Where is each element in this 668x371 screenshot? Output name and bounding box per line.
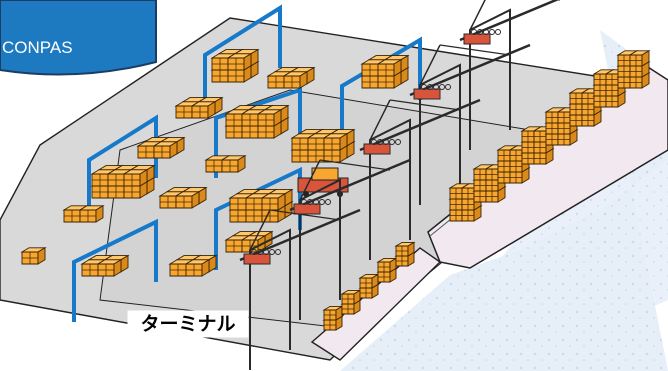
quay-crane [239,208,361,370]
gantry-frame [72,218,158,322]
small-container-ship [310,241,442,361]
gantry-frame [203,4,282,115]
container [220,155,247,173]
container [358,273,380,289]
container [20,247,47,265]
container [96,259,123,277]
container [226,53,253,71]
terminal-label: ターミナル [140,313,236,335]
quay-crane [289,158,411,320]
sea-area [340,30,668,371]
container [394,241,416,257]
container [628,50,651,67]
conpas-badge [0,0,157,76]
container [322,305,344,321]
container [376,59,403,77]
container [122,169,149,187]
quay-cranes [239,0,560,370]
quay-crane [459,0,560,150]
container [260,193,287,211]
container [256,109,283,127]
quay-crane [359,98,481,260]
container [376,257,398,273]
container [282,71,309,89]
gantry-frame [214,87,302,178]
terminal-label-box [127,310,249,338]
container [152,141,179,159]
container [322,133,349,151]
container-stacks [20,48,410,277]
container [78,205,105,223]
container [190,101,217,119]
system-name-label: CONPAS [2,38,73,57]
container [174,191,201,209]
container [184,259,211,277]
container [340,289,362,305]
quay-crane [409,43,531,205]
